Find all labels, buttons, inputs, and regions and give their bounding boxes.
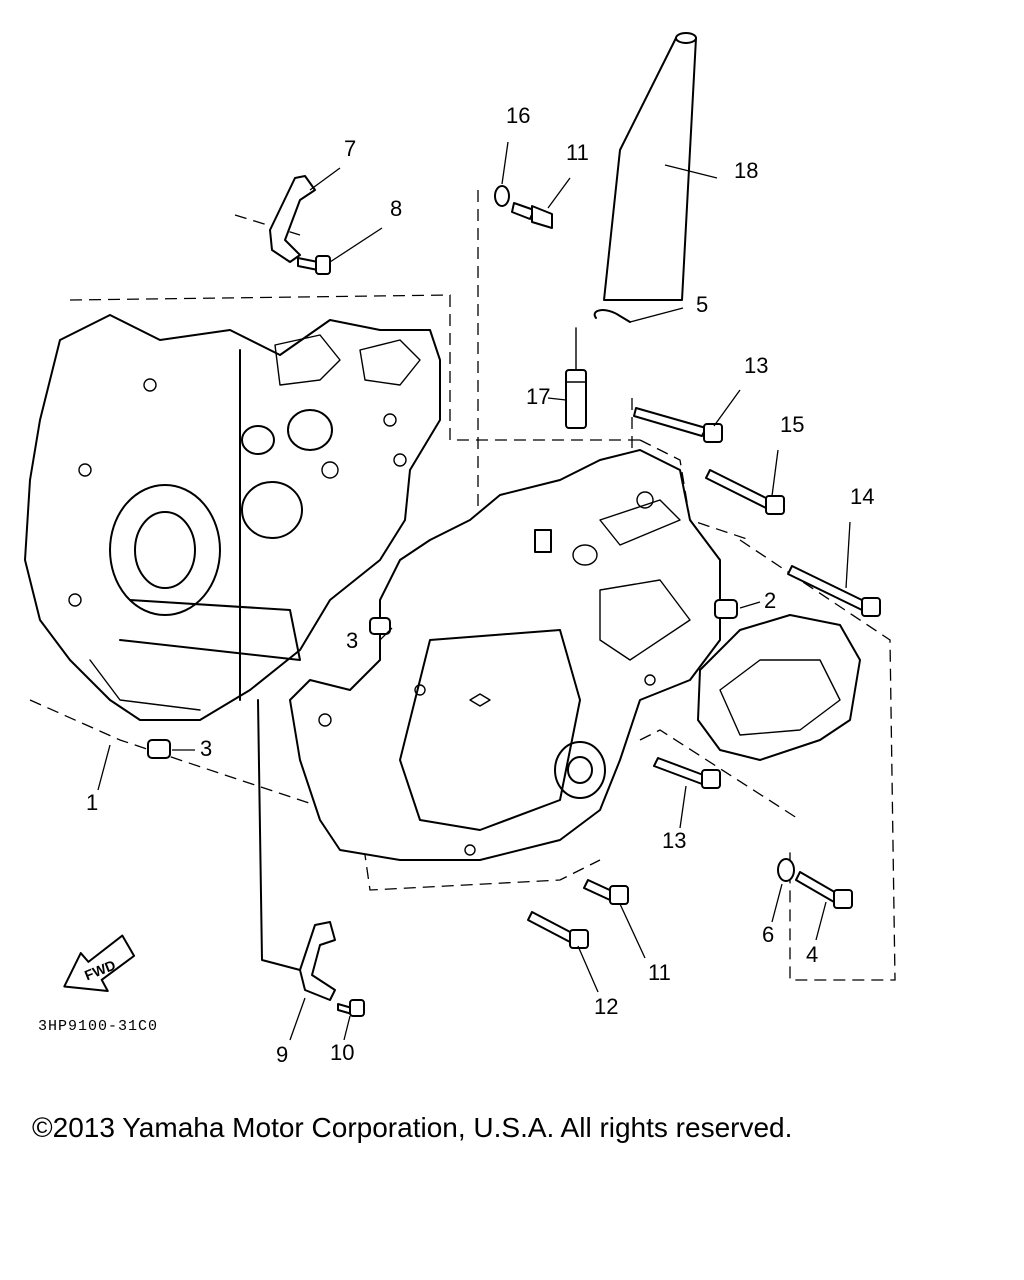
bolt-13-lower (653, 757, 721, 789)
screw-10 (337, 999, 365, 1017)
label-part-17: 17 (526, 384, 550, 409)
breather-hose (603, 32, 697, 301)
bracket-7 (269, 175, 316, 263)
left-crankcase (24, 314, 441, 721)
bolt-11-top (511, 202, 553, 229)
label-part-6: 6 (762, 922, 774, 947)
label-part-10: 10 (330, 1040, 354, 1065)
label-part-11-top: 11 (566, 140, 589, 165)
label-part-16: 16 (506, 103, 530, 128)
label-part-13-lower: 13 (662, 828, 686, 853)
label-part-7: 7 (344, 136, 356, 161)
right-crankcase (289, 449, 721, 861)
copyright-notice: ©2013 Yamaha Motor Corporation, U.S.A. A… (32, 1112, 793, 1143)
alignment-guides (29, 190, 896, 981)
hose-clip (593, 309, 631, 323)
label-part-4: 4 (806, 942, 818, 967)
label-part-18: 18 (734, 158, 758, 183)
dowel-pin-3-left (147, 739, 171, 759)
label-part-12: 12 (594, 994, 618, 1019)
bolt-4 (795, 871, 853, 909)
label-part-13-top: 13 (744, 353, 768, 378)
label-part-2: 2 (764, 588, 776, 613)
washer-16 (494, 185, 510, 207)
label-part-5: 5 (696, 292, 708, 317)
label-part-11-lower: 11 (648, 960, 671, 985)
label-part-8: 8 (390, 196, 402, 221)
label-part-3-center: 3 (346, 628, 358, 653)
bracket-9 (299, 921, 336, 1001)
bracket-rod (257, 699, 301, 971)
label-part-14: 14 (850, 484, 874, 509)
label-part-15: 15 (780, 412, 804, 437)
part-labels: 7 8 16 11 18 5 13 17 15 14 2 3 3 1 13 6 … (86, 103, 874, 1067)
diagram-code: 3HP9100-31C0 (38, 1018, 158, 1035)
screw-8 (297, 255, 331, 275)
forward-arrow: FWD (63, 934, 136, 992)
bolt-11-lower (583, 879, 629, 905)
label-part-9: 9 (276, 1042, 288, 1067)
bolt-12 (527, 911, 589, 949)
washer-6 (777, 858, 795, 882)
bolt-15 (705, 469, 785, 515)
dowel-pin-3-center (369, 617, 391, 635)
label-part-3-left: 3 (200, 736, 212, 761)
label-part-1: 1 (86, 790, 98, 815)
bolt-13-top (633, 407, 723, 443)
exploded-parts-diagram: FWD 7 8 16 11 18 5 13 17 15 14 2 3 3 1 1… (24, 32, 896, 1067)
leader-lines (97, 141, 851, 1041)
breather-fitting (565, 327, 587, 429)
bolt-14 (787, 565, 881, 617)
crankcase-cover (697, 614, 861, 761)
dowel-pin-2 (714, 599, 738, 619)
